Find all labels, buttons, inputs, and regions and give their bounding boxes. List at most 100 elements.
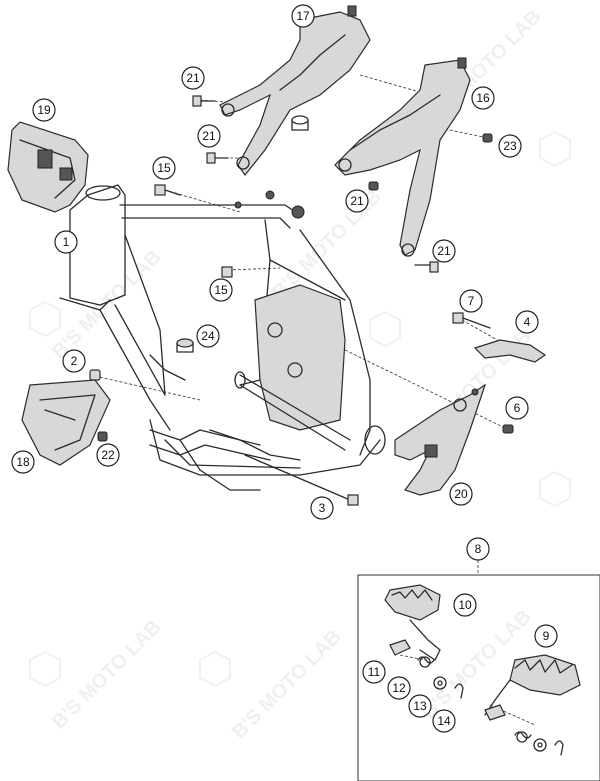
callout-2: 2: [62, 349, 86, 373]
callout-label: 9: [543, 629, 550, 643]
callout-circle: [196, 324, 220, 348]
nut-2-icon: [89, 369, 101, 381]
bolt-15a-icon: [154, 184, 181, 196]
callout-label: 13: [413, 699, 427, 713]
callout-circle: [408, 694, 432, 718]
callout-circle: [152, 156, 176, 180]
bolt-3-icon: [244, 454, 359, 506]
part-9-footpeg-right: [484, 654, 581, 716]
callout-label: 20: [454, 487, 468, 501]
callout-label: 22: [101, 448, 115, 462]
callout-23: 23: [498, 134, 522, 158]
callout-circle: [387, 676, 411, 700]
callout-circle: [432, 239, 456, 263]
watermark-text: B'S MOTO LAB: [48, 246, 166, 364]
part-12-spring-icon: [417, 656, 532, 743]
callout-label: 21: [202, 129, 216, 143]
callout-label: 17: [296, 9, 310, 23]
callout-8: 8: [466, 537, 490, 561]
callout-circle: [453, 593, 477, 617]
callout-label: 21: [186, 71, 200, 85]
callout-21: 21: [181, 66, 205, 90]
callout-circle: [197, 124, 221, 148]
part-24-rubber-stopper: [149, 338, 194, 381]
callout-circle: [362, 660, 386, 684]
callout-label: 18: [16, 455, 30, 469]
callout-label: 7: [468, 294, 475, 308]
callout-label: 21: [350, 194, 364, 208]
nut-23-icon: [482, 133, 493, 143]
callout-circle: [181, 66, 205, 90]
callout-circle: [291, 4, 315, 28]
callout-15: 15: [209, 278, 233, 302]
part-14-cotter-pin-icon: [454, 683, 564, 756]
part-20-sidestand-mount: [394, 383, 487, 496]
callout-circle: [209, 278, 233, 302]
callout-15: 15: [152, 156, 176, 180]
callout-21: 21: [432, 239, 456, 263]
callout-circle: [534, 624, 558, 648]
bolt-15b-icon: [221, 266, 233, 278]
callout-14: 14: [432, 709, 456, 733]
callout-circle: [96, 443, 120, 467]
callout-circle: [449, 482, 473, 506]
callout-circle: [11, 450, 35, 474]
callout-21: 21: [345, 189, 369, 213]
nut-21c-icon: [368, 181, 379, 191]
bolt-22-icon: [97, 431, 108, 442]
callout-circle: [432, 709, 456, 733]
watermark-hex-icon: [369, 310, 401, 348]
callout-circle: [459, 289, 483, 313]
callout-13: 13: [408, 694, 432, 718]
watermark-hex-icon: [199, 650, 231, 688]
watermark-hex-icon: [539, 130, 571, 168]
callout-16: 16: [471, 86, 495, 110]
callout-20: 20: [449, 482, 473, 506]
callout-label: 6: [514, 401, 521, 415]
watermark-hex-icon: [29, 650, 61, 688]
callout-18: 18: [11, 450, 35, 474]
bolt-21b-icon: [206, 152, 229, 164]
callout-circle: [471, 86, 495, 110]
callout-4: 4: [515, 310, 539, 334]
watermark-text: B'S MOTO LAB: [48, 616, 166, 734]
part-18-engine-guard: [21, 379, 111, 466]
callout-label: 2: [71, 354, 78, 368]
callout-3: 3: [310, 496, 334, 520]
callout-circle: [54, 230, 78, 254]
callout-circle: [505, 396, 529, 420]
bolt-21d-icon: [414, 261, 439, 273]
callout-label: 15: [214, 283, 228, 297]
callout-22: 22: [96, 443, 120, 467]
part-1-main-frame: [59, 184, 386, 491]
callout-label: 4: [524, 315, 531, 329]
callout-circle: [466, 537, 490, 561]
callout-label: 11: [368, 665, 381, 679]
callout-label: 14: [437, 714, 451, 728]
callout-circle: [310, 496, 334, 520]
watermark-hex-icon: [29, 300, 61, 338]
part-11-pin-icon: [389, 639, 506, 721]
part-13-washer-icon: [433, 676, 547, 752]
callout-9: 9: [534, 624, 558, 648]
callout-circle: [62, 349, 86, 373]
bolt-21a-icon: [192, 95, 216, 107]
part-19-headlight-cover: [7, 121, 89, 213]
callout-label: 21: [437, 244, 451, 258]
nut-6-icon: [502, 424, 514, 434]
fasteners: [89, 95, 514, 506]
watermark-hex-icon: [539, 470, 571, 508]
callout-17: 17: [291, 4, 315, 28]
callout-label: 16: [476, 91, 490, 105]
callout-label: 3: [319, 501, 326, 515]
callout-10: 10: [453, 593, 477, 617]
callout-label: 19: [37, 103, 51, 117]
callout-19: 19: [32, 98, 56, 122]
part-16-subframe-lower: [334, 57, 471, 257]
callout-6: 6: [505, 396, 529, 420]
callout-1: 1: [54, 230, 78, 254]
callout-7: 7: [459, 289, 483, 313]
callout-circle: [32, 98, 56, 122]
callout-21: 21: [197, 124, 221, 148]
